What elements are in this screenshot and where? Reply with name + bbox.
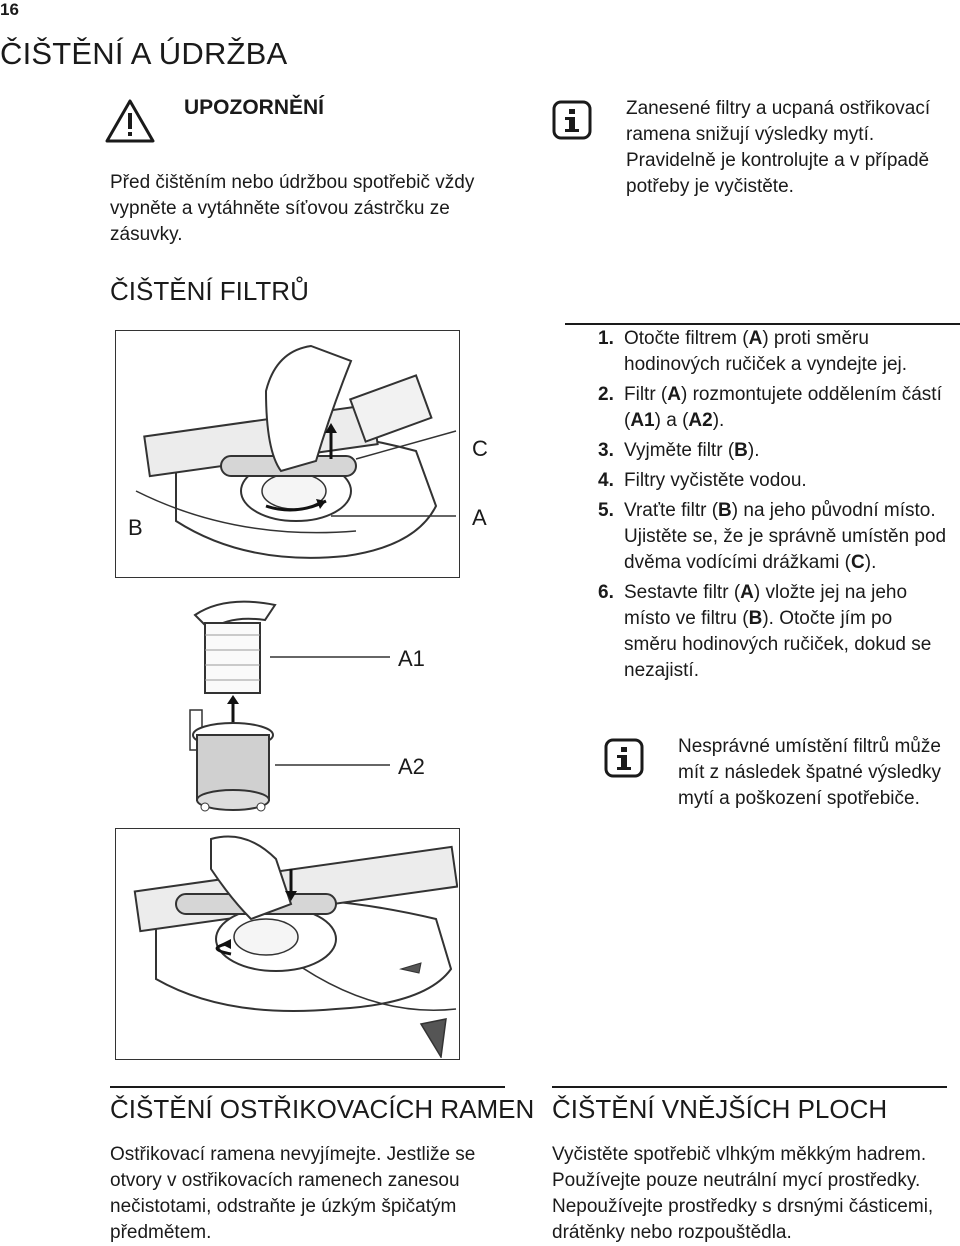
info-text-filters: Zanesené filtry a ucpaná ostřikovací ram… xyxy=(626,98,931,197)
step-1: 1. Otočte filtrem (A) proti směru hodino… xyxy=(598,328,908,375)
filter-parts-illustration xyxy=(189,600,390,812)
label-a2: A2 xyxy=(398,754,425,779)
section-divider xyxy=(565,323,960,325)
section-divider xyxy=(552,1086,947,1088)
label-a1: A1 xyxy=(398,646,425,671)
filter-removal-illustration xyxy=(115,330,460,578)
label-c: C xyxy=(472,436,488,461)
info-text-filter-placement: Nesprávné umístění filtrů může mít z nás… xyxy=(678,736,941,809)
external-text: Vyčistěte spotřebič vlhkým měkkým hadrem… xyxy=(552,1144,934,1243)
step-5: 5. Vraťte filtr (B) na jeho původní míst… xyxy=(598,500,947,573)
section-title-filters: ČIŠTĚNÍ FILTRŮ xyxy=(110,276,309,306)
page-number: 16 xyxy=(0,0,19,19)
label-b: B xyxy=(128,515,143,540)
page-title: ČIŠTĚNÍ A ÚDRŽBA xyxy=(0,36,288,71)
warning-text: Před čištěním nebo údržbou spotřebič vžd… xyxy=(110,172,475,245)
filter-cleaning-steps: 1. Otočte filtrem (A) proti směru hodino… xyxy=(598,326,948,688)
step-4: 4. Filtry vyčistěte vodou. xyxy=(598,470,807,491)
step-2: 2. Filtr (A) rozmontujete oddělením část… xyxy=(598,384,942,431)
label-a: A xyxy=(472,505,487,530)
warning-title: UPOZORNĚNÍ xyxy=(184,96,325,119)
section-divider xyxy=(110,1086,505,1088)
info-icon xyxy=(552,100,592,140)
filter-install-illustration xyxy=(115,828,460,1060)
section-title-spray-arms: ČIŠTĚNÍ OSTŘIKOVACÍCH RAMEN xyxy=(110,1094,535,1124)
step-6: 6. Sestavte filtr (A) vložte jej na jeho… xyxy=(598,582,932,681)
spray-arms-text: Ostřikovací ramena nevyjímejte. Jestliže… xyxy=(110,1144,476,1243)
warning-icon xyxy=(105,99,155,143)
step-3: 3. Vyjměte filtr (B). xyxy=(598,440,760,461)
section-title-external: ČIŠTĚNÍ VNĚJŠÍCH PLOCH xyxy=(552,1094,888,1124)
info-icon xyxy=(604,738,644,778)
